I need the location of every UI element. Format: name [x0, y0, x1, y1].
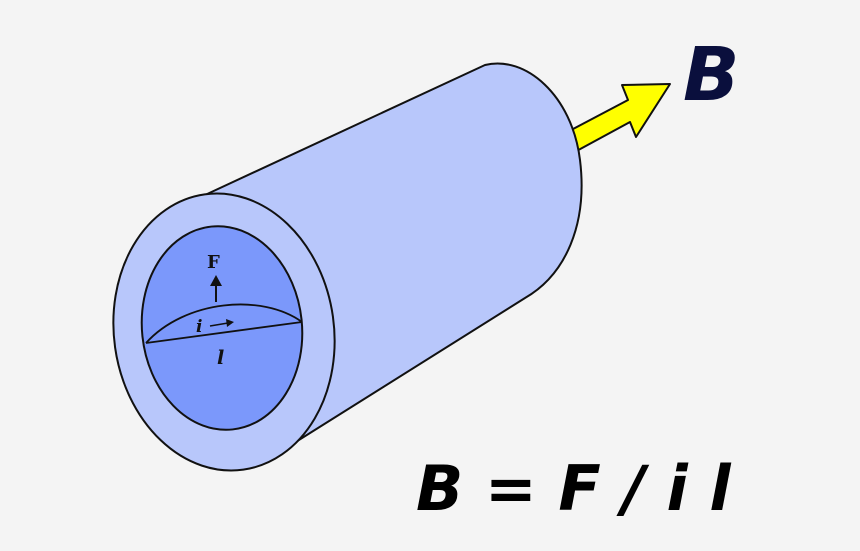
force-label: F — [207, 252, 220, 273]
length-label: l — [217, 347, 224, 369]
equation-text: B = F / i l — [416, 452, 731, 525]
cylinder-inner-opening — [140, 225, 304, 431]
length-chord — [145, 321, 303, 344]
field-vector-label: B — [683, 32, 739, 118]
current-arrow-head — [226, 319, 234, 327]
force-arrow-head — [210, 275, 222, 286]
current-label: i — [196, 317, 202, 337]
current-arrow-shaft — [209, 322, 229, 327]
current-wire-arc — [145, 303, 303, 344]
